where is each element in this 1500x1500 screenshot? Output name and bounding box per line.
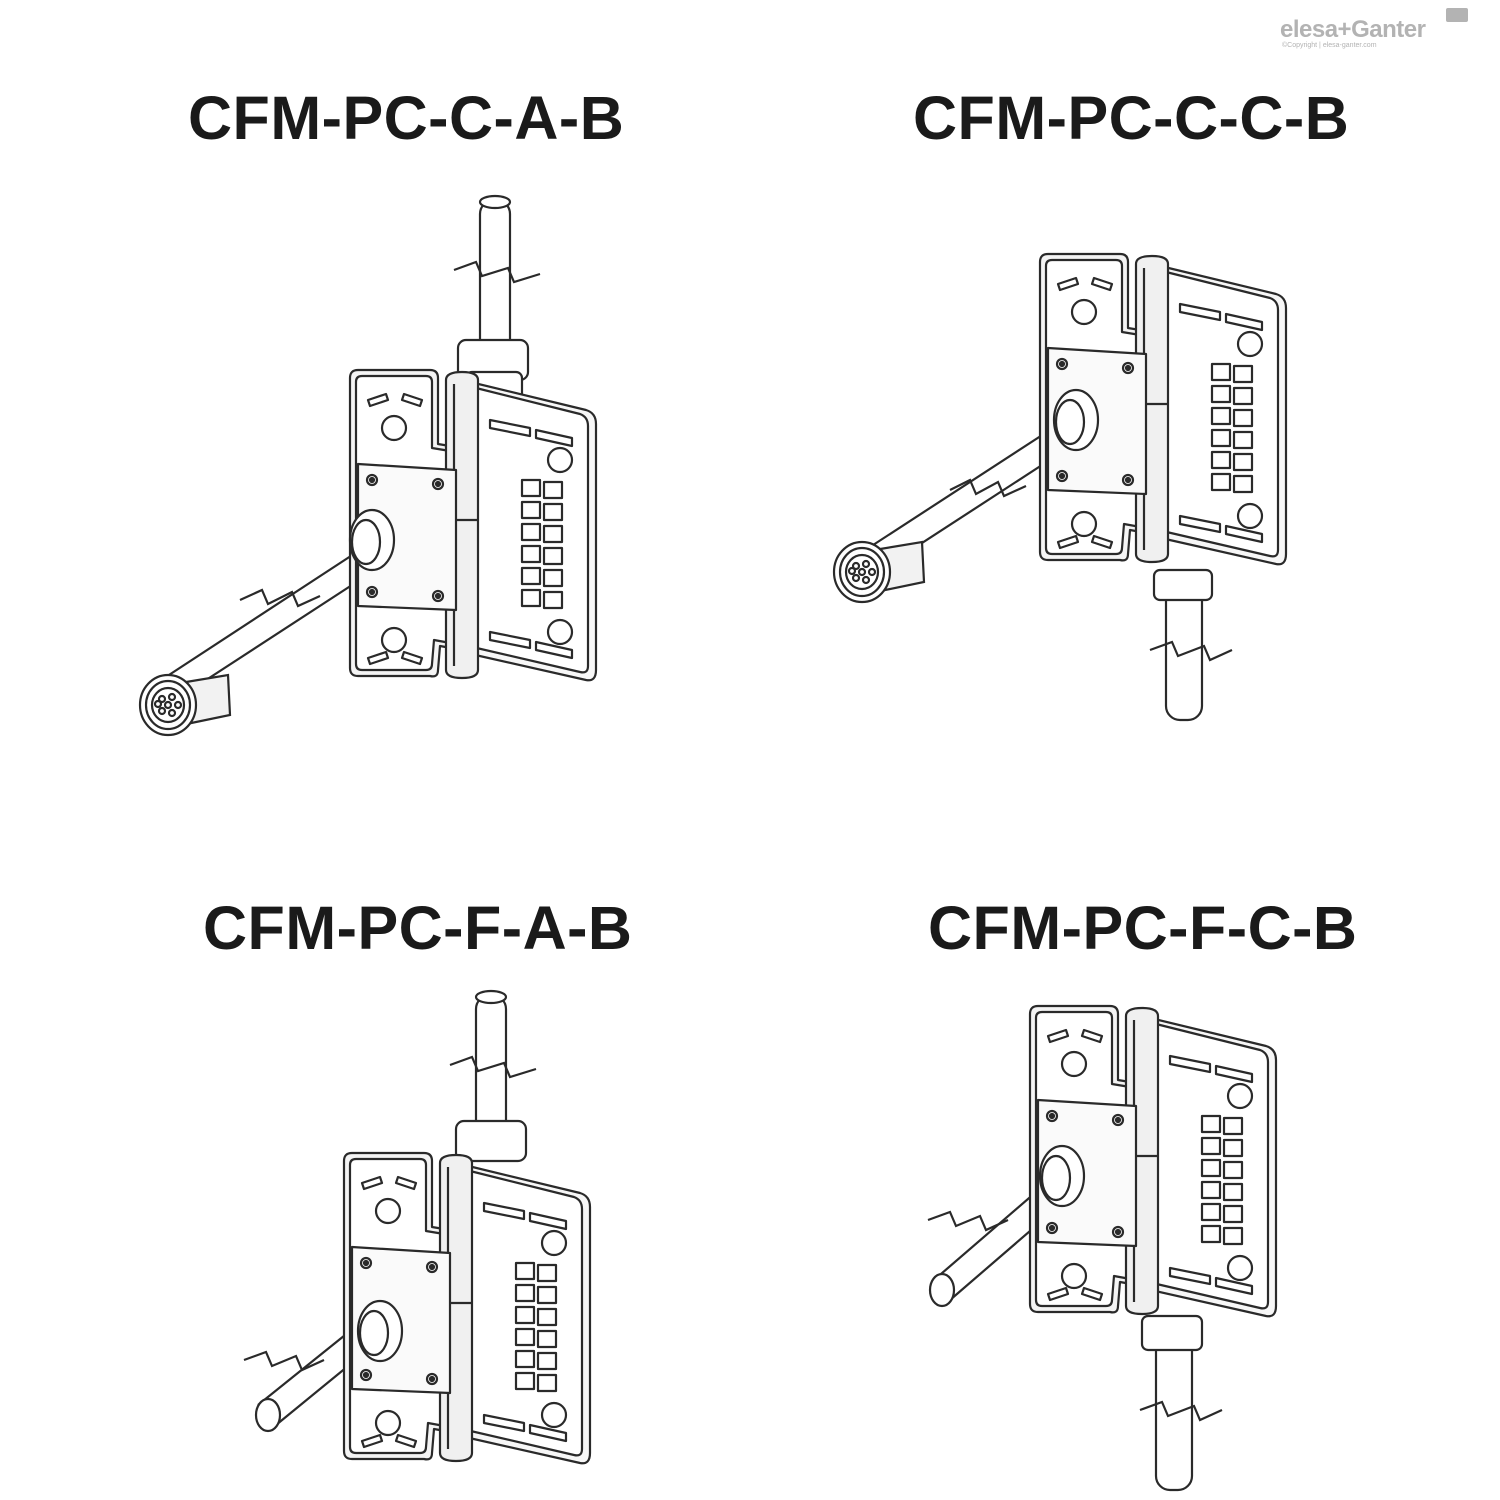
hinge-drawing-c-a-b: [138, 194, 598, 737]
brand-name: elesa+Ganter: [1280, 16, 1426, 43]
variant-title-c-c-b: CFM-PC-C-C-B: [913, 84, 1350, 152]
variant-title-f-a-b: CFM-PC-F-A-B: [203, 894, 633, 962]
hinge-drawing-f-a-b: [243, 989, 592, 1465]
hinge-drawing-f-c-b: [927, 1004, 1278, 1492]
brand-mark-icon: [1446, 8, 1468, 22]
brand-copyright: ©Copyright | elesa-ganter.com: [1282, 42, 1377, 49]
variant-title-f-c-b: CFM-PC-F-C-B: [928, 894, 1358, 962]
hinge-drawing-c-c-b: [832, 252, 1288, 722]
variant-title-c-a-b: CFM-PC-C-A-B: [188, 84, 625, 152]
brand-logo: elesa+Ganter ©Copyright | elesa-ganter.c…: [1276, 8, 1476, 54]
